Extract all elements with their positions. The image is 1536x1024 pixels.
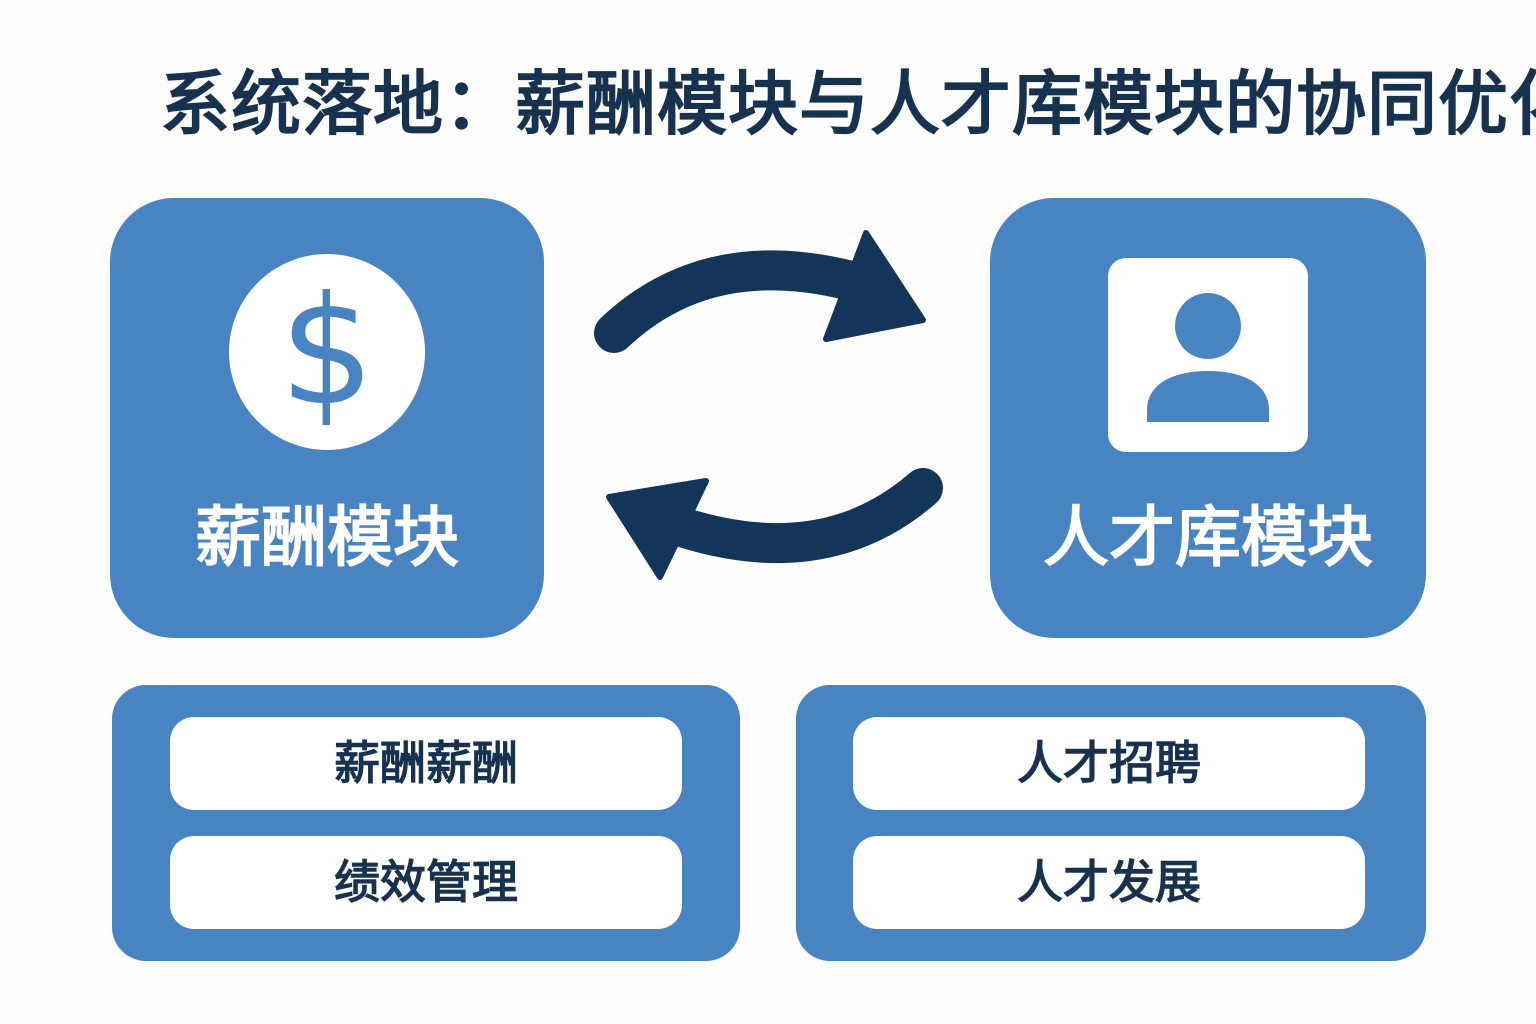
- talent-module-label: 人才库模块: [1043, 499, 1373, 576]
- page-title: 系统落地：薪酬模块与人才库模块的协同优化: [160, 63, 1536, 145]
- profile-person-icon: [1147, 293, 1269, 422]
- performance-subfunction-item: 绩效管理: [170, 836, 682, 929]
- bottom-arrow-left-icon: [606, 468, 943, 580]
- dollar-glyph: $: [279, 265, 375, 439]
- talent-development-item: 人才发展: [853, 836, 1365, 929]
- top-arrow-right-icon: [594, 230, 926, 353]
- salary-subfunction-item: 薪酬薪酬: [170, 717, 682, 810]
- profile-icon: [1108, 258, 1308, 452]
- dollar-icon: $: [229, 254, 425, 450]
- salary-module-label: 薪酬模块: [195, 499, 459, 576]
- talent-recruitment-item: 人才招聘: [853, 717, 1365, 810]
